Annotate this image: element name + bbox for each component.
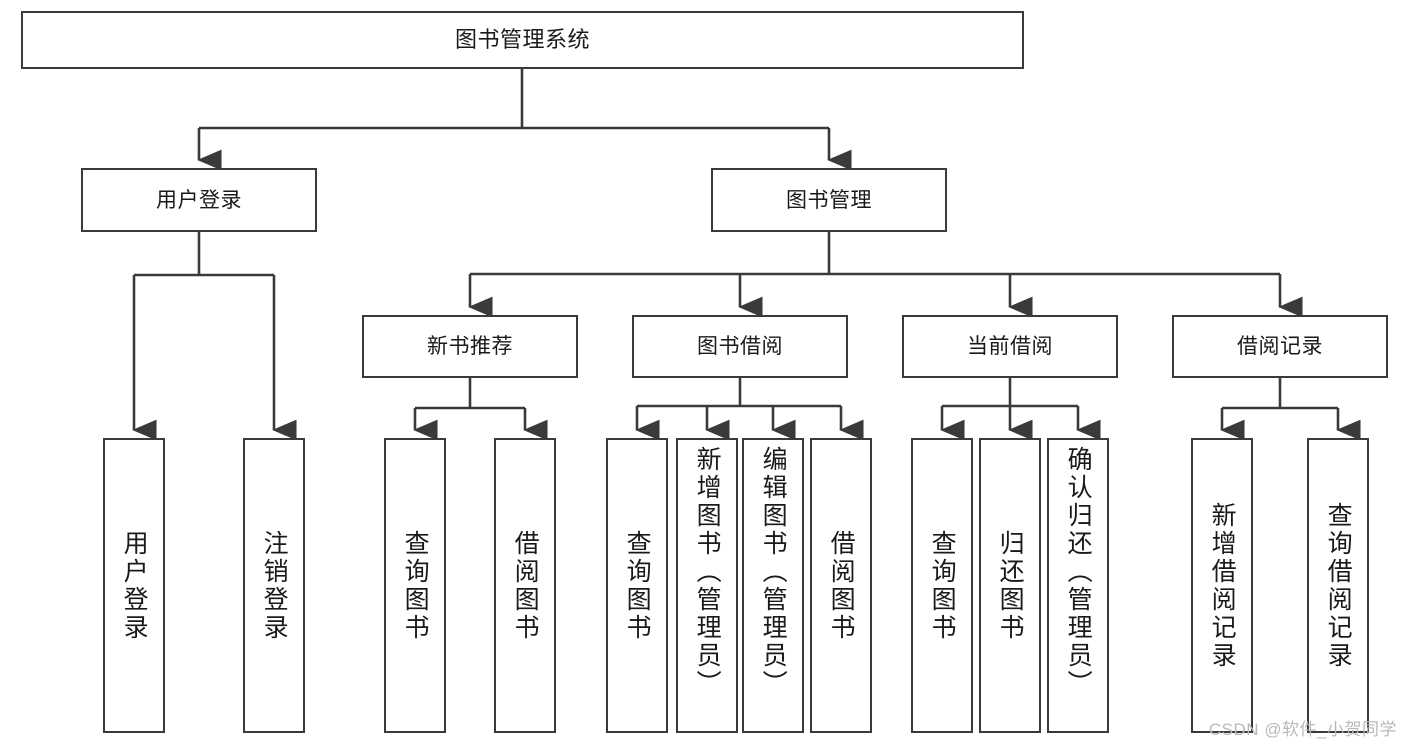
node-user-login[interactable]: 用户登录	[81, 168, 317, 232]
leaf-query-book-borrow[interactable]: 查询图书	[606, 438, 668, 733]
node-label: 图书借阅	[697, 335, 783, 358]
node-borrow-record[interactable]: 借阅记录	[1172, 315, 1388, 378]
leaf-add-borrow-record[interactable]: 新增借阅记录	[1191, 438, 1253, 733]
leaf-edit-book-admin[interactable]: 编辑图书（管理员）	[742, 438, 804, 733]
csdn-watermark: CSDN @软件_小贺同学	[1208, 720, 1397, 739]
node-label: 查询图书	[401, 529, 430, 642]
node-book-borrow[interactable]: 图书借阅	[632, 315, 848, 378]
node-label: 确认归还（管理员）	[1064, 446, 1093, 698]
node-label: 当前借阅	[967, 335, 1053, 358]
node-label: 归还图书	[996, 529, 1025, 642]
node-label: 借阅图书	[827, 529, 856, 642]
leaf-borrow-book-recommend[interactable]: 借阅图书	[494, 438, 556, 733]
node-label: 编辑图书（管理员）	[759, 446, 788, 698]
leaf-borrow-book[interactable]: 借阅图书	[810, 438, 872, 733]
node-label: 查询借阅记录	[1324, 501, 1353, 670]
node-label: 新增图书（管理员）	[693, 446, 722, 698]
node-label: 查询图书	[623, 529, 652, 642]
node-label: 借阅图书	[511, 529, 540, 642]
leaf-add-book-admin[interactable]: 新增图书（管理员）	[676, 438, 738, 733]
node-current-borrow[interactable]: 当前借阅	[902, 315, 1118, 378]
leaf-logout[interactable]: 注销登录	[243, 438, 305, 733]
node-label: 图书管理	[786, 188, 872, 212]
leaf-query-book-recommend[interactable]: 查询图书	[384, 438, 446, 733]
leaf-user-login[interactable]: 用户登录	[103, 438, 165, 733]
node-label: 查询图书	[928, 529, 957, 642]
node-label: 图书管理系统	[454, 27, 590, 52]
leaf-query-book-current[interactable]: 查询图书	[911, 438, 973, 733]
node-label: 借阅记录	[1237, 335, 1323, 358]
leaf-return-book[interactable]: 归还图书	[979, 438, 1041, 733]
node-label: 新增借阅记录	[1208, 501, 1237, 670]
node-label: 用户登录	[120, 529, 149, 642]
node-new-book-recommend[interactable]: 新书推荐	[362, 315, 578, 378]
node-label: 注销登录	[260, 529, 289, 642]
leaf-query-borrow-record[interactable]: 查询借阅记录	[1307, 438, 1369, 733]
node-root-system[interactable]: 图书管理系统	[21, 11, 1024, 69]
node-book-management[interactable]: 图书管理	[711, 168, 947, 232]
node-label: 用户登录	[156, 188, 242, 212]
node-label: 新书推荐	[427, 335, 513, 358]
leaf-confirm-return-admin[interactable]: 确认归还（管理员）	[1047, 438, 1109, 733]
